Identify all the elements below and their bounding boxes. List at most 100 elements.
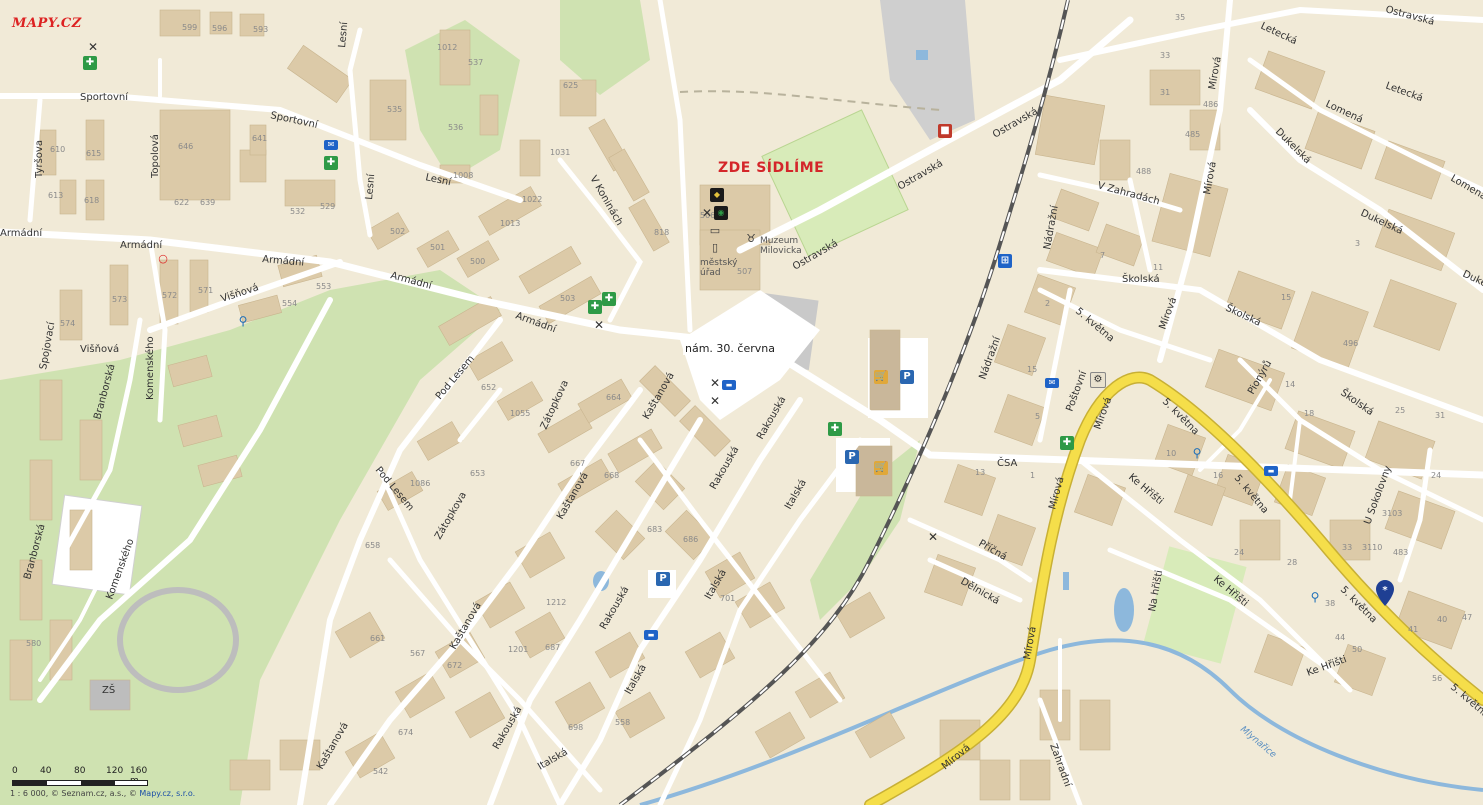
street-label: Topolová [149, 134, 161, 179]
copyright-notice: 1 : 6 000, © Seznam.cz, a.s., © Mapy.cz,… [10, 789, 195, 798]
svg-text:698: 698 [568, 723, 583, 732]
svg-text:50: 50 [1352, 645, 1362, 654]
svg-text:661: 661 [370, 634, 385, 643]
sport-icon[interactable]: ✚ [83, 56, 97, 70]
restaurant-icon[interactable]: ✕ [709, 376, 721, 390]
svg-text:1055: 1055 [510, 409, 530, 418]
museum-label-line-2: Milovicka [760, 246, 802, 256]
svg-text:41: 41 [1408, 625, 1418, 634]
svg-text:44: 44 [1335, 633, 1345, 642]
museum-label-line-1: Muzeum [760, 236, 799, 246]
svg-text:532: 532 [290, 207, 305, 216]
svg-text:40: 40 [1437, 615, 1447, 624]
scale-tick: 120 [106, 766, 124, 776]
museum-icon[interactable]: ♉ [746, 232, 756, 245]
townhall-icon[interactable]: ▯ [711, 241, 719, 254]
scale-tick: 40 [40, 766, 52, 776]
svg-text:485: 485 [1185, 130, 1200, 139]
park-north-2 [405, 20, 520, 180]
svg-text:33: 33 [1160, 51, 1170, 60]
svg-text:3110: 3110 [1362, 543, 1382, 552]
svg-text:1022: 1022 [522, 195, 542, 204]
svg-text:574: 574 [60, 319, 75, 328]
svg-text:686: 686 [683, 535, 698, 544]
info-icon[interactable]: ⚲ [238, 314, 248, 328]
scale-tick: 80 [74, 766, 86, 776]
svg-text:496: 496 [1343, 339, 1358, 348]
parking-icon[interactable]: P [656, 572, 670, 586]
svg-text:593: 593 [253, 25, 268, 34]
pharmacy-icon[interactable]: ✚ [1060, 436, 1074, 450]
location-pin-icon[interactable]: * [1376, 580, 1394, 606]
buildings [9, 9, 1466, 801]
town-office-label[interactable]: městský úřad [700, 258, 737, 278]
svg-text:24: 24 [1234, 548, 1244, 557]
svg-text:599: 599 [182, 23, 197, 32]
info-icon[interactable]: ⚲ [1192, 446, 1202, 460]
fire-station-icon[interactable]: ■ [938, 124, 952, 138]
svg-text:672: 672 [447, 661, 462, 670]
svg-text:639: 639 [200, 198, 215, 207]
shop-icon[interactable]: 🛒 [874, 370, 888, 384]
parking-icon[interactable]: P [900, 370, 914, 384]
scale-bar-graphic [12, 780, 148, 786]
svg-text:2: 2 [1045, 299, 1050, 308]
house-numbers: 599 596 593 1012 537 535 536 625 1031 64… [26, 13, 1472, 776]
mapy-logo[interactable]: MAPY.CZ [12, 16, 82, 31]
train-station-icon[interactable]: ⊞ [998, 254, 1012, 268]
svg-text:658: 658 [365, 541, 380, 550]
bus-stop-icon[interactable]: ▬ [1264, 466, 1278, 476]
pharmacy-icon[interactable]: ✚ [828, 422, 842, 436]
health-icon[interactable]: ✚ [602, 292, 616, 306]
restaurant-icon[interactable]: ✕ [87, 40, 99, 54]
svg-text:483: 483 [1393, 548, 1408, 557]
restaurant-icon[interactable]: ✕ [709, 394, 721, 408]
stream-mlynarice [639, 638, 1483, 805]
street-label: Mírová [1206, 55, 1224, 90]
coat-of-arms-icon[interactable]: ◆ [710, 188, 724, 202]
svg-text:16: 16 [1213, 471, 1223, 480]
footpath [679, 90, 941, 111]
street-label: Školská [1122, 272, 1160, 285]
scale-tick: 0 [12, 766, 18, 776]
info-icon[interactable]: ⚲ [1310, 590, 1320, 604]
pond-2 [1114, 588, 1134, 632]
library-icon[interactable]: ▭ [709, 224, 721, 237]
cinema-icon[interactable]: ⚙ [1090, 372, 1106, 388]
parking-icon[interactable]: P [845, 450, 859, 464]
museum-label[interactable]: Muzeum Milovicka [760, 236, 802, 256]
svg-text:573: 573 [112, 295, 127, 304]
circle-marker-icon[interactable]: ○ [158, 252, 168, 265]
post-office-icon[interactable]: ✉ [1045, 378, 1059, 388]
shop-icon[interactable]: 🛒 [874, 461, 888, 475]
scale-bar: 0 40 80 120 160 m [12, 766, 152, 788]
svg-text:622: 622 [174, 198, 189, 207]
svg-text:488: 488 [1136, 167, 1151, 176]
svg-text:613: 613 [48, 191, 63, 200]
copyright-link[interactable]: Mapy.cz, s.r.o. [139, 789, 196, 798]
svg-text:500: 500 [470, 257, 485, 266]
svg-text:56: 56 [1432, 674, 1442, 683]
svg-text:652: 652 [481, 383, 496, 392]
street-label: Višňová [80, 343, 119, 355]
svg-text:667: 667 [570, 459, 585, 468]
athletics-track [117, 587, 239, 693]
svg-text:664: 664 [606, 393, 621, 402]
pharmacy-icon[interactable]: ✚ [324, 156, 338, 170]
pharmacy-icon[interactable]: ✚ [588, 300, 602, 314]
bus-stop-icon[interactable]: ▬ [644, 630, 658, 640]
street-label: Sportovní [80, 91, 129, 103]
restaurant-icon[interactable]: ✕ [701, 206, 713, 220]
square-plaza [680, 290, 820, 420]
svg-text:701: 701 [720, 594, 735, 603]
emblem-icon[interactable]: ◉ [714, 206, 728, 220]
restaurant-icon[interactable]: ✕ [593, 318, 605, 332]
svg-text:618: 618 [84, 196, 99, 205]
post-office-icon[interactable]: ✉ [324, 140, 338, 150]
bus-stop-icon[interactable]: ▬ [722, 380, 736, 390]
svg-text:683: 683 [647, 525, 662, 534]
svg-text:502: 502 [390, 227, 405, 236]
svg-text:5: 5 [1035, 412, 1040, 421]
restaurant-icon[interactable]: ✕ [927, 530, 939, 544]
